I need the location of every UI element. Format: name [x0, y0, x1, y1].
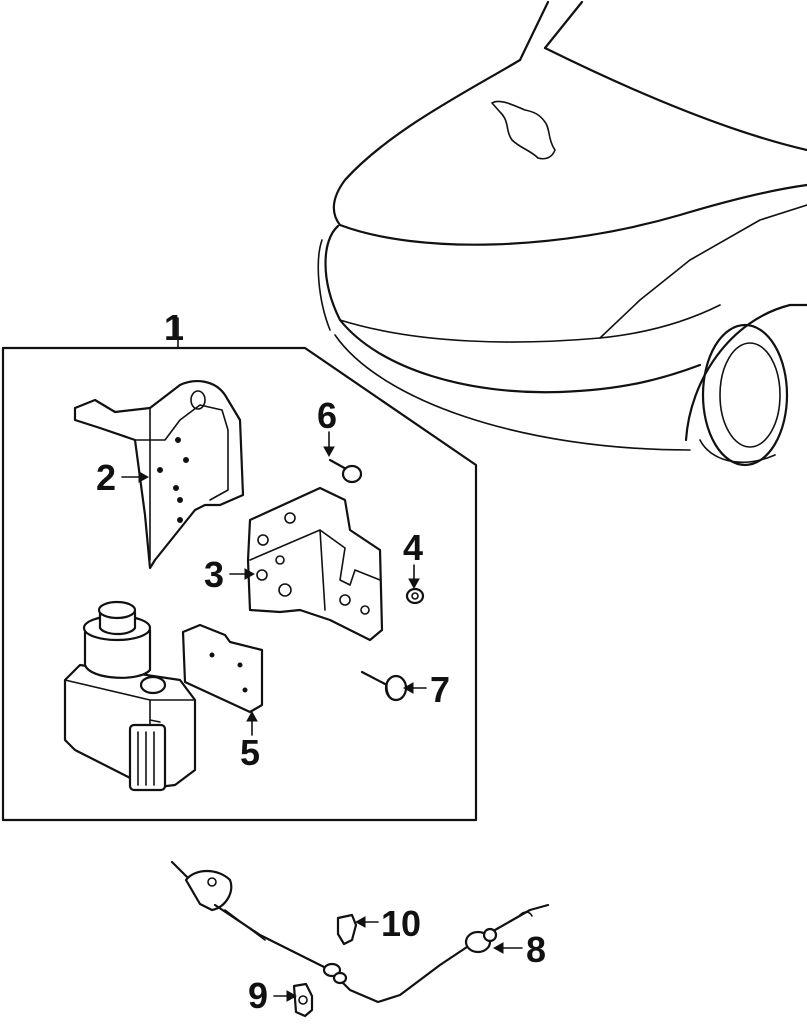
part-9-clip	[292, 982, 314, 1018]
callout-9: 9	[248, 975, 268, 1016]
callout-6: 6	[317, 395, 337, 436]
part-5-plate	[181, 623, 264, 714]
callout-10: 10	[381, 903, 421, 944]
callout-5: 5	[240, 732, 260, 773]
leader-arrows	[121, 431, 523, 1002]
part-4-nut	[405, 587, 425, 605]
callout-1: 1	[164, 307, 184, 348]
callout-3: 3	[204, 554, 224, 595]
callout-2: 2	[96, 457, 116, 498]
part-8-cable	[170, 860, 550, 1004]
callout-8: 8	[526, 929, 546, 970]
part-6-bolt	[328, 458, 363, 484]
part-7-bolt	[360, 670, 408, 702]
callout-7: 7	[430, 669, 450, 710]
part-3-plate	[246, 486, 384, 642]
vehicle-outline	[317, 0, 807, 467]
kit-box	[1, 317, 478, 822]
part-10-clip	[336, 913, 358, 946]
part-2-bracket	[73, 380, 245, 570]
callout-4: 4	[403, 527, 423, 568]
actuator-module	[63, 600, 197, 792]
callout-labels: 1 2 3 4 5 6 7 8 9 10	[96, 307, 546, 1016]
